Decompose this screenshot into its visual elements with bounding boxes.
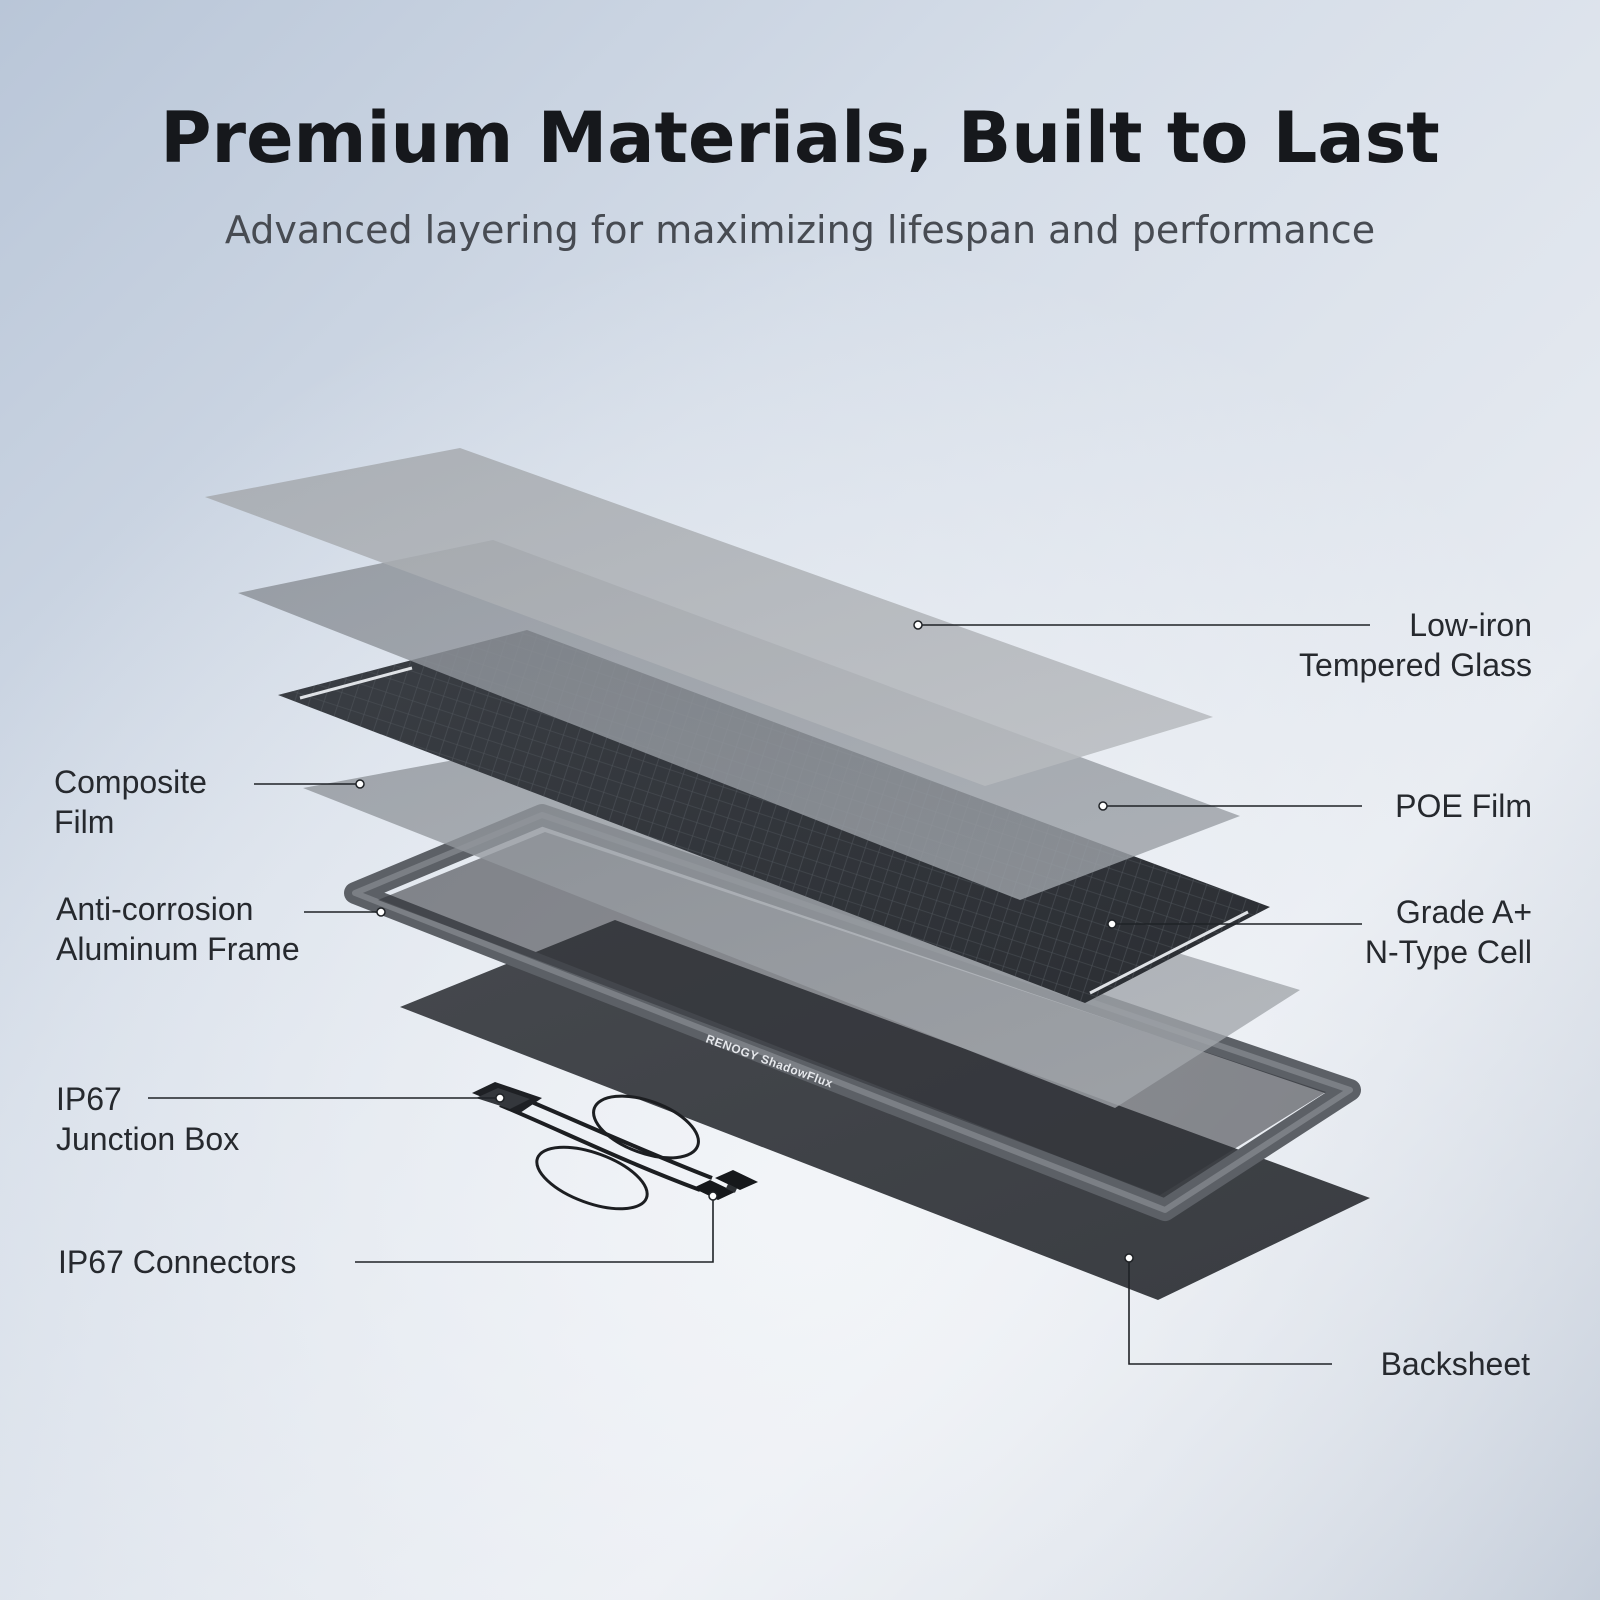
label-junction-line2: Junction Box — [56, 1121, 239, 1157]
label-composite-line2: Film — [54, 804, 114, 840]
label-junction-line1: IP67 — [56, 1081, 122, 1117]
callout-composite: Composite Film — [54, 764, 365, 840]
callout-junction: IP67 Junction Box — [56, 1081, 505, 1157]
callout-glass: Low-iron Tempered Glass — [913, 607, 1532, 683]
label-glass-line1: Low-iron — [1409, 607, 1532, 643]
frame-inner-shadow — [378, 832, 1326, 1195]
label-poe: POE Film — [1395, 788, 1532, 824]
page-title: Premium Materials, Built to Last — [160, 97, 1439, 179]
tempered-glass-layer — [205, 448, 1213, 786]
label-backsheet: Backsheet — [1381, 1346, 1531, 1382]
label-cell-line1: Grade A+ — [1396, 894, 1532, 930]
ip67-connectors — [693, 1170, 758, 1200]
solar-cell-layer — [278, 630, 1270, 1003]
label-connectors: IP67 Connectors — [58, 1244, 296, 1280]
callout-poe: POE Film — [1098, 788, 1532, 824]
callout-connectors: IP67 Connectors — [58, 1191, 718, 1280]
page-subtitle: Advanced layering for maximizing lifespa… — [225, 208, 1375, 252]
busbar-top — [299, 666, 413, 700]
cable-loop-right — [592, 1094, 700, 1160]
busbar-bottom — [1089, 910, 1249, 995]
composite-film-layer — [303, 750, 1300, 1108]
callout-cell: Grade A+ N-Type Cell — [1107, 894, 1532, 970]
callout-backsheet: Backsheet — [1124, 1253, 1531, 1382]
label-cell-line2: N-Type Cell — [1365, 934, 1532, 970]
label-composite-line1: Composite — [54, 764, 207, 800]
label-frame-line2: Aluminum Frame — [56, 931, 300, 967]
label-glass-line2: Tempered Glass — [1299, 647, 1532, 683]
label-frame-line1: Anti-corrosion — [56, 891, 253, 927]
cable-loop-left — [535, 1145, 649, 1211]
cable-second — [514, 1093, 713, 1180]
poe-film-layer — [238, 540, 1240, 900]
callout-frame: Anti-corrosion Aluminum Frame — [56, 891, 386, 967]
cable-main — [499, 1103, 701, 1192]
